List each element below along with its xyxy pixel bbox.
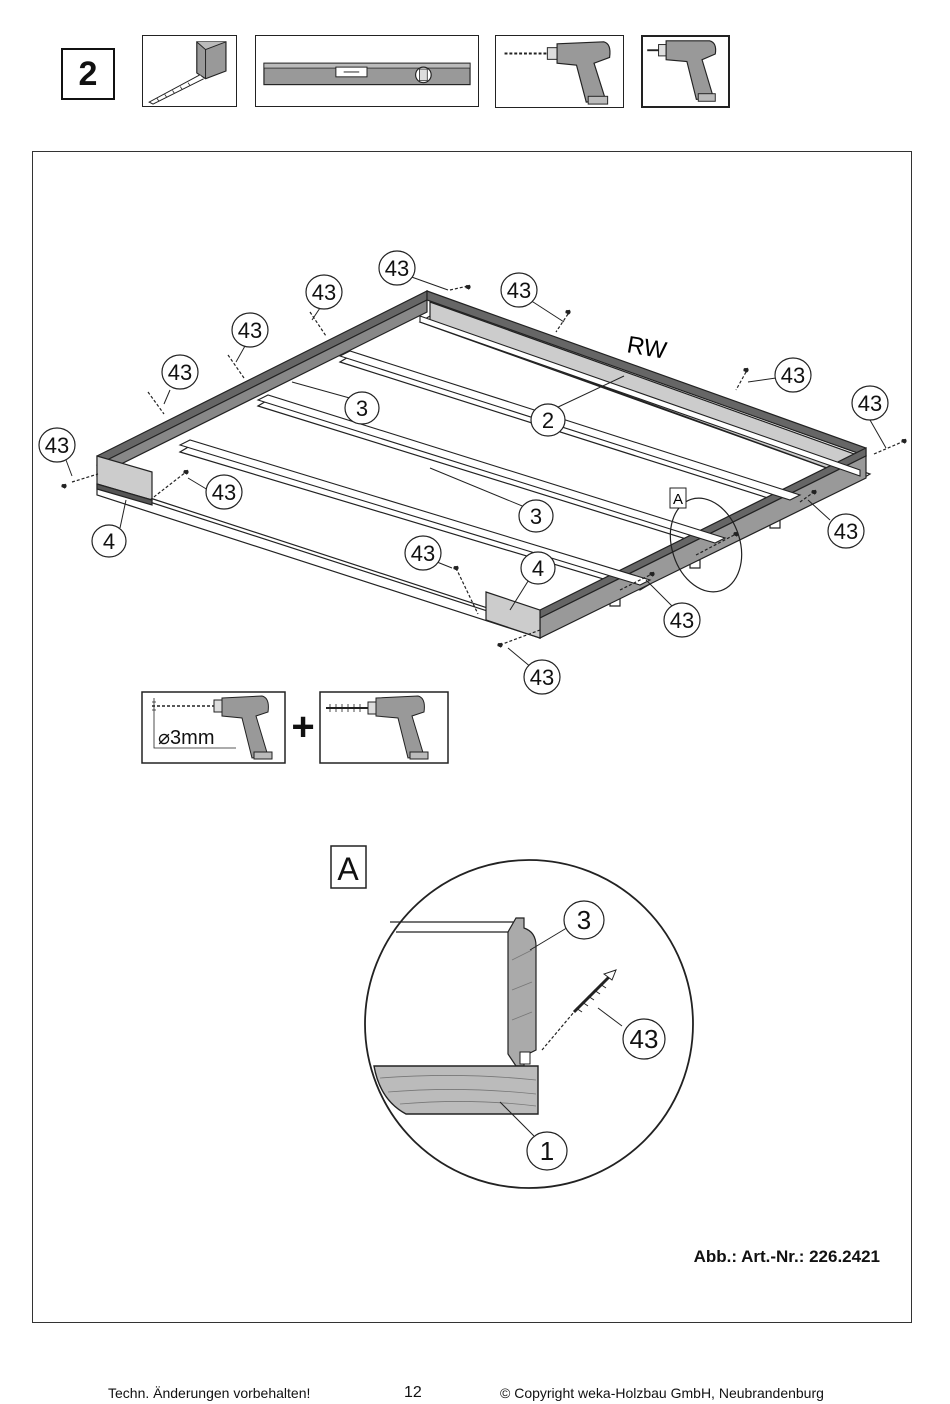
svg-text:3: 3 <box>530 504 542 529</box>
callout-43: 43 <box>663 602 701 638</box>
predrill-instruction: ⌀3mm + <box>141 691 449 764</box>
callout-43: 43 <box>161 354 199 390</box>
callout-43: 43 <box>205 474 243 510</box>
svg-text:43: 43 <box>630 1024 659 1054</box>
floor-base <box>96 315 872 639</box>
rafters <box>178 315 861 586</box>
callout-3: 3 <box>518 499 554 533</box>
callout-43: 43 <box>827 513 865 549</box>
drill-size-label: ⌀3mm <box>158 727 214 749</box>
tape-measure-icon <box>142 35 237 107</box>
callout-4: 4 <box>520 551 556 585</box>
callout-43: 43 <box>305 274 343 310</box>
svg-text:43: 43 <box>168 360 192 385</box>
rear-wall-label: RW <box>625 331 669 365</box>
svg-text:A: A <box>673 491 683 508</box>
svg-text:43: 43 <box>411 541 435 566</box>
svg-text:43: 43 <box>781 363 805 388</box>
svg-text:43: 43 <box>212 480 236 505</box>
plus-sign: + <box>291 705 314 749</box>
callout-43: 43 <box>851 385 889 421</box>
callout-43: 43 <box>378 250 416 286</box>
article-number-caption: Abb.: Art.-Nr.: 226.2421 <box>693 1247 880 1266</box>
detail-a: A <box>330 845 694 1189</box>
callout-43: 43 <box>774 357 812 393</box>
callouts-detail: 3 43 1 <box>526 900 666 1171</box>
svg-text:1: 1 <box>540 1136 554 1166</box>
callout-43: 43 <box>404 535 442 571</box>
svg-text:43: 43 <box>834 519 858 544</box>
callout-3: 3 <box>563 900 605 940</box>
svg-text:43: 43 <box>530 665 554 690</box>
svg-text:43: 43 <box>385 256 409 281</box>
callouts-main: 43 43 43 43 43 43 43 43 43 43 43 43 43 2… <box>38 250 889 695</box>
svg-text:43: 43 <box>507 278 531 303</box>
callout-43: 43 <box>231 312 269 348</box>
svg-text:43: 43 <box>238 318 262 343</box>
callout-3: 3 <box>344 391 380 425</box>
svg-text:43: 43 <box>312 280 336 305</box>
illustration-frame <box>32 151 912 1323</box>
footer-copyright: © Copyright weka-Holzbau GmbH, Neubrande… <box>500 1385 824 1401</box>
svg-text:4: 4 <box>532 556 544 581</box>
screwdriver-icon <box>641 35 730 108</box>
spirit-level-icon <box>255 35 479 107</box>
svg-text:43: 43 <box>45 433 69 458</box>
footer-disclaimer: Techn. Änderungen vorbehalten! <box>108 1385 311 1401</box>
svg-text:3: 3 <box>577 905 591 935</box>
svg-text:43: 43 <box>670 608 694 633</box>
callout-1: 1 <box>526 1131 568 1171</box>
drill-icon <box>495 35 624 108</box>
page-number: 12 <box>404 1384 422 1401</box>
screw-lines <box>61 284 907 648</box>
svg-text:4: 4 <box>103 529 115 554</box>
callout-43: 43 <box>38 427 76 463</box>
callout-43: 43 <box>622 1018 666 1060</box>
callout-4: 4 <box>91 524 127 558</box>
step-number: 2 <box>61 48 115 100</box>
svg-text:43: 43 <box>858 391 882 416</box>
callout-43: 43 <box>500 272 538 308</box>
callout-2: 2 <box>530 403 566 437</box>
svg-text:2: 2 <box>542 408 554 433</box>
leader-lines <box>65 274 887 669</box>
detail-title: A <box>337 851 359 887</box>
svg-text:3: 3 <box>356 396 368 421</box>
callout-43: 43 <box>523 659 561 695</box>
end-pieces <box>96 455 541 639</box>
